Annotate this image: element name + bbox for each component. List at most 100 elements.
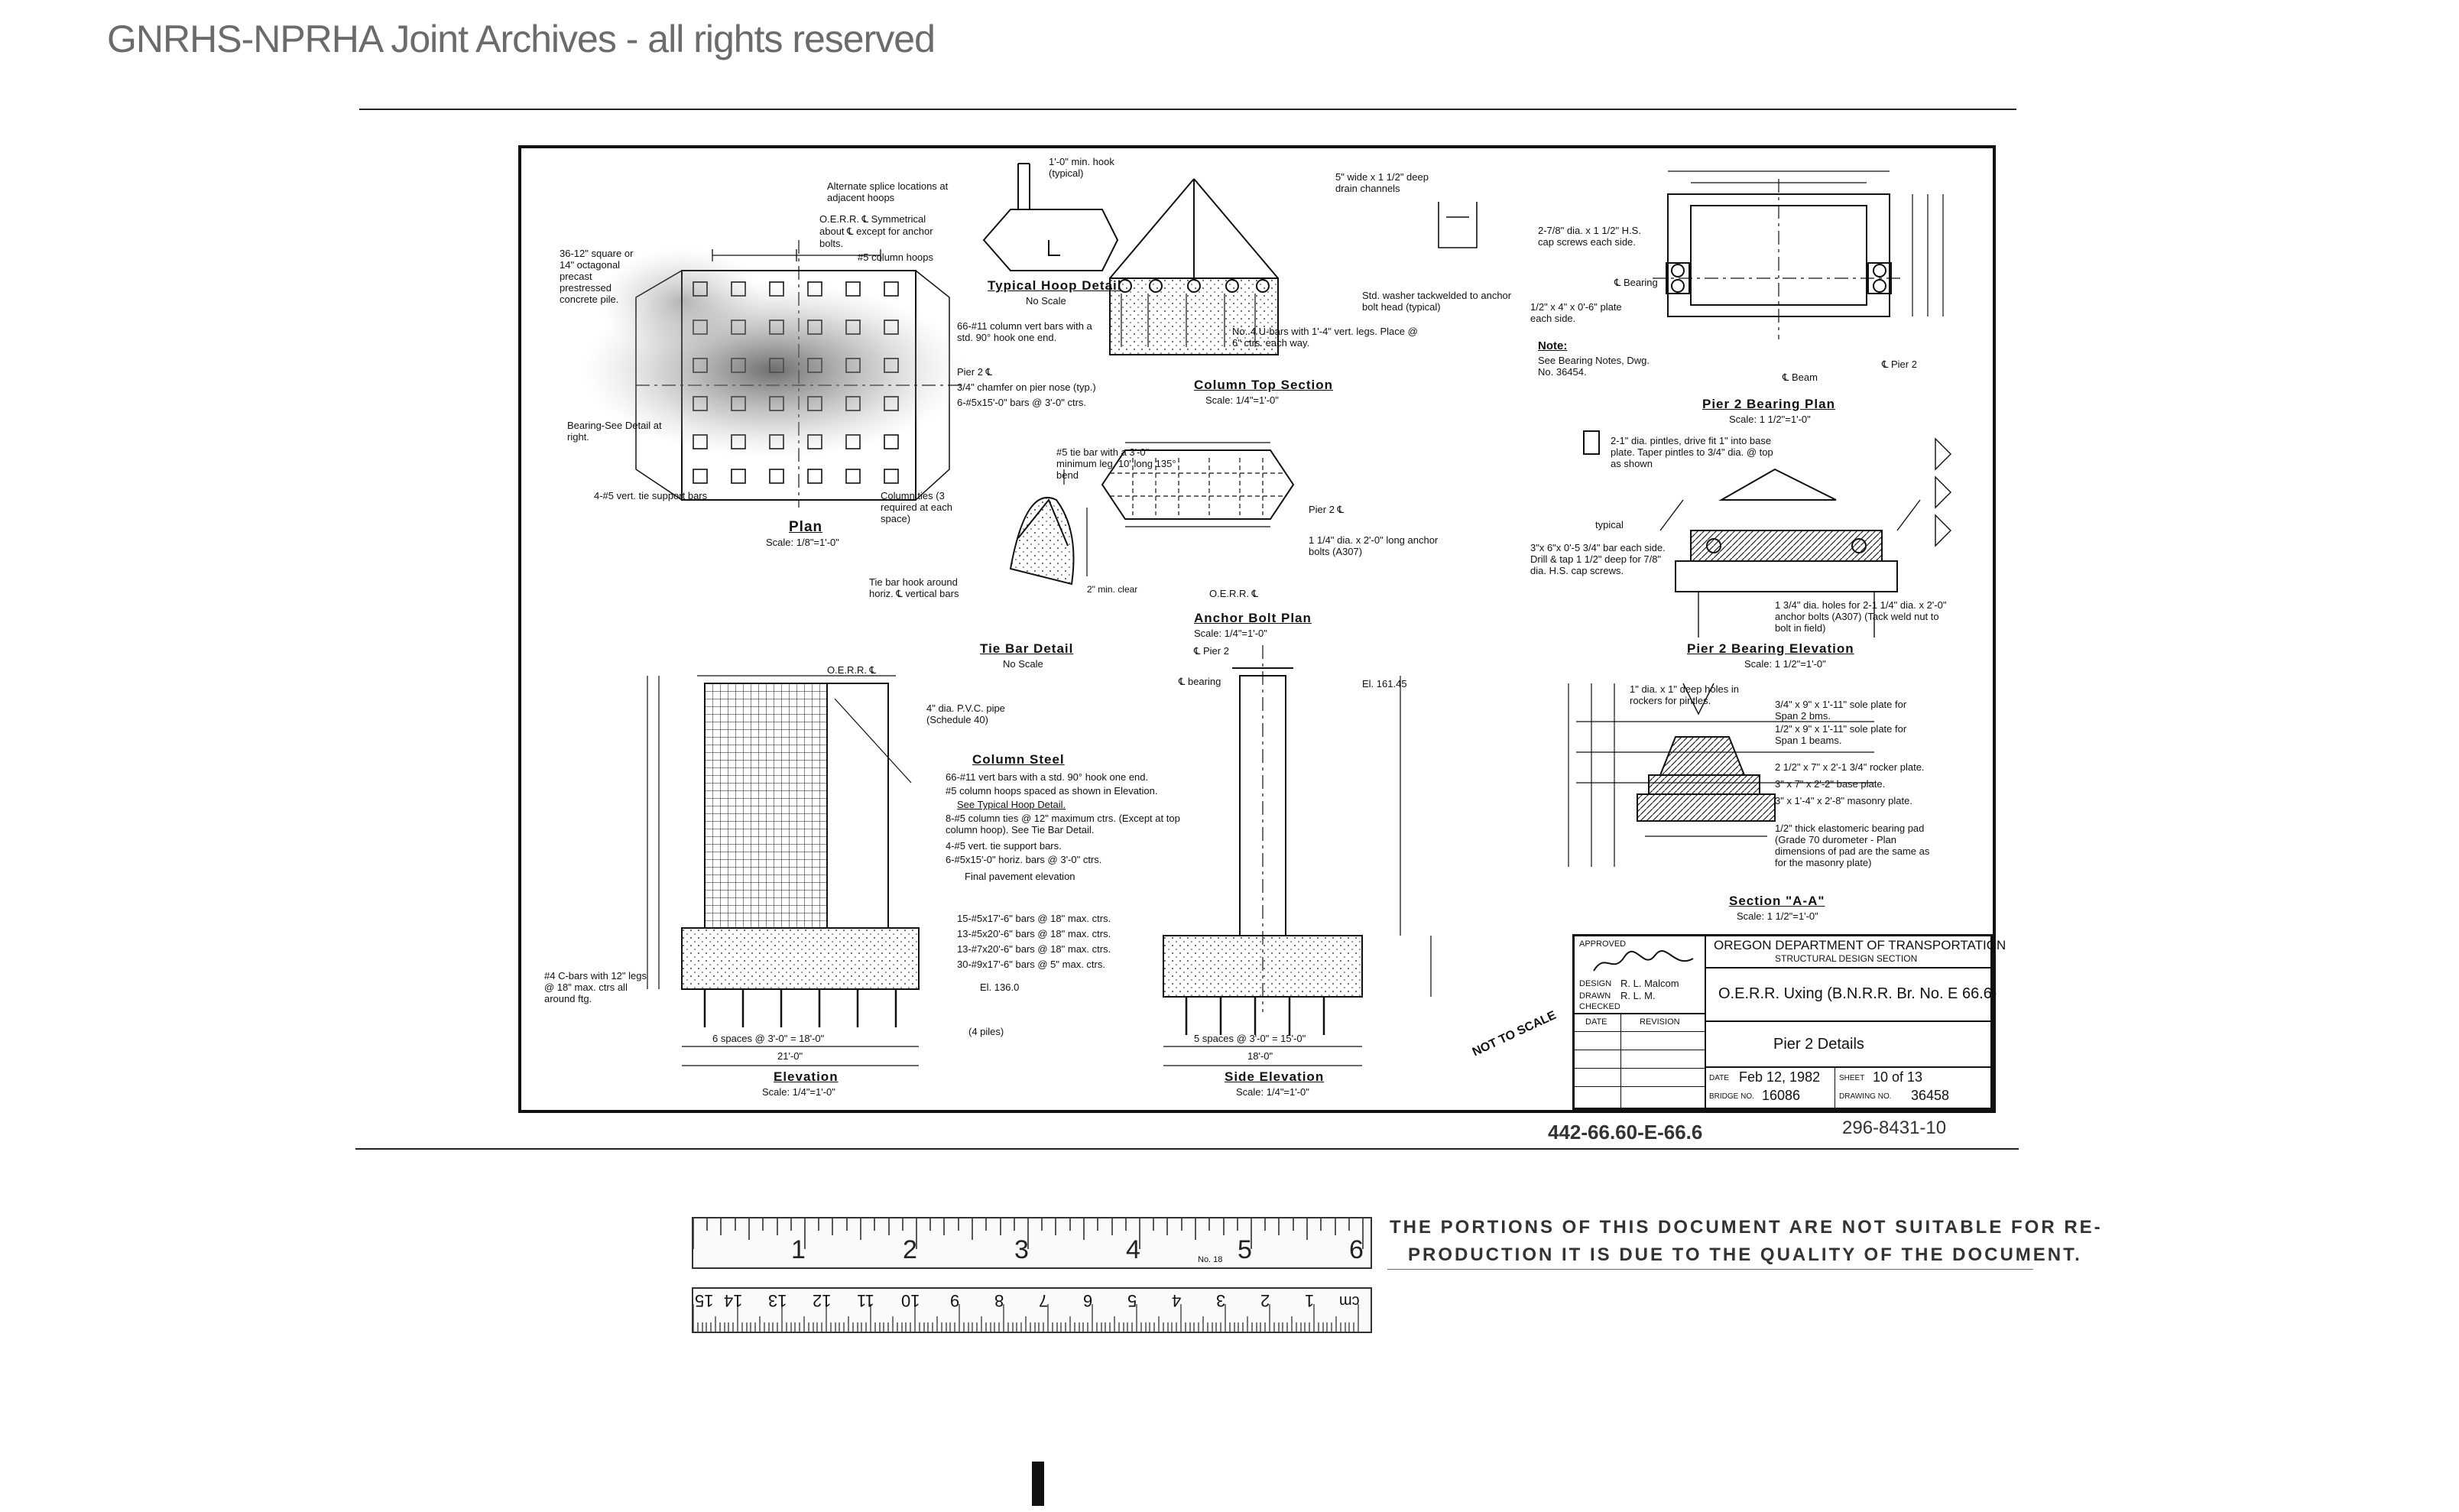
column-steel-note-2: #5 column hoops spaced as shown in Eleva… xyxy=(946,785,1158,797)
quality-note-line-1: THE PORTIONS OF THIS DOCUMENT ARE NOT SU… xyxy=(1390,1217,2103,1238)
column-steel-note-1: 66-#11 vert bars with a std. 90° hook on… xyxy=(946,771,1149,783)
bearing-plan-scale: Scale: 1 1/2"=1'-0" xyxy=(1729,414,1811,425)
typical-hoop-scale: No Scale xyxy=(1026,295,1066,307)
sole-plate-span2: 3/4" x 9" x 1'-11" sole plate for Span 2… xyxy=(1775,699,1907,722)
side-elevation-title: Side Elevation xyxy=(1225,1069,1325,1084)
elevation-title: Elevation xyxy=(774,1069,839,1084)
checked-label: CHECKED xyxy=(1579,1002,1620,1011)
bearing-beam-cl: ℄ Beam xyxy=(1783,372,1818,383)
cm-mark-14: 14 xyxy=(724,1291,743,1310)
washer-note: Std. washer tackwelded to anchor bolt he… xyxy=(1362,290,1512,313)
anchor-bolt-scale: Scale: 1/4"=1'-0" xyxy=(1194,628,1267,639)
column-top-scale: Scale: 1/4"=1'-0" xyxy=(1205,394,1279,406)
cm-mark-8: 8 xyxy=(994,1291,1004,1310)
plan-column-ties: Column ties (3 required at each space) xyxy=(881,490,952,524)
bearing-elev-scale: Scale: 1 1/2"=1'-0" xyxy=(1744,658,1826,670)
elevation-graphic xyxy=(647,675,920,1066)
plan-chamfer-note: 3/4" chamfer on pier nose (typ.) xyxy=(957,381,1096,393)
side-bearing-cl: ℄ bearing xyxy=(1179,676,1221,687)
quality-note-line-2: PRODUCTION IT IS DUE TO THE QUALITY OF T… xyxy=(1408,1244,2082,1265)
inch-mark-4: 4 xyxy=(1126,1235,1140,1264)
holes-note: 1 3/4" dia. holes for 2-1 1/4" dia. x 2'… xyxy=(1775,599,1947,634)
project-name: O.E.R.R. Uxing (B.N.R.R. Br. No. E 66.6) xyxy=(1718,985,1997,1002)
bearing-plan-title: Pier 2 Bearing Plan xyxy=(1702,397,1835,411)
elev-el-136: El. 136.0 xyxy=(980,982,1020,993)
inch-mark-1: 1 xyxy=(791,1235,806,1264)
column-steel-note-6: 6-#5x15'-0" horiz. bars @ 3'-0" ctrs. xyxy=(946,854,1102,865)
sheet-title: Pier 2 Details xyxy=(1773,1036,1864,1053)
bearing-pier-cl: ℄ Pier 2 xyxy=(1882,359,1917,370)
tie-bar-scale: No Scale xyxy=(1003,658,1043,670)
elev-bars-30: 30-#9x17'-6" bars @ 5" max. ctrs. xyxy=(957,959,1105,970)
plan-bearing-note: Bearing-See Detail at right. xyxy=(567,420,662,443)
side-spaces-dim: 5 spaces @ 3'-0" = 15'-0" xyxy=(1194,1033,1306,1044)
agency-name: OREGON DEPARTMENT OF TRANSPORTATION xyxy=(1714,938,2006,952)
anchor-oerr-cl: O.E.R.R. ℄ xyxy=(1209,588,1258,599)
archive-watermark: GNRHS-NPRHA Joint Archives - all rights … xyxy=(107,18,936,60)
elev-piles: (4 piles) xyxy=(968,1026,1004,1037)
cap-screw-note: 2-7/8" dia. x 1 1/2" H.S. cap screws eac… xyxy=(1538,225,1641,248)
elev-oerr-cl: O.E.R.R. ℄ xyxy=(827,664,876,676)
anchor-pier-cl: Pier 2 ℄ xyxy=(1309,504,1344,515)
approval-signature xyxy=(1593,950,1694,972)
file-number: 442-66.60-E-66.6 xyxy=(1548,1121,1703,1144)
anchor-bolt-title: Anchor Bolt Plan xyxy=(1194,611,1312,625)
tie-bar-clear: 2" min. clear xyxy=(1087,584,1138,595)
bearing-elev-title: Pier 2 Bearing Elevation xyxy=(1687,641,1854,656)
elev-spaces-dim: 6 spaces @ 3'-0" = 18'-0" xyxy=(712,1033,825,1044)
design-value: R. L. Malcom xyxy=(1620,978,1679,989)
bar-note: 3"x 6"x 0'-5 3/4" bar each side. Drill &… xyxy=(1530,542,1666,576)
elev-bars-13a: 13-#5x20'-6" bars @ 18" max. ctrs. xyxy=(957,928,1111,939)
plan-pier-cl: Pier 2 ℄ xyxy=(957,366,992,378)
sheet-value: 10 of 13 xyxy=(1873,1069,1923,1085)
drawing-sheet: 36-12" square or 14" octagonal precast p… xyxy=(518,145,1996,1113)
drain-channel-note: 5" wide x 1 1/2" deep drain channels xyxy=(1335,171,1429,194)
note-label: Note: xyxy=(1538,339,1568,352)
inch-ruler: 1 2 3 4 5 6 No. 18 xyxy=(692,1217,1372,1269)
elev-bars-15: 15-#5x17'-6" bars @ 18" max. ctrs. xyxy=(957,913,1111,924)
side-width-dim: 18'-0" xyxy=(1247,1050,1273,1062)
quality-note-underline xyxy=(1387,1269,2033,1270)
column-steel-note-3: See Typical Hoop Detail. xyxy=(957,799,1066,810)
plan-hoops-note: #5 column hoops xyxy=(858,251,934,263)
pvc-pipe-note: 4" dia. P.V.C. pipe (Schedule 40) xyxy=(926,702,1005,725)
approved-label: APPROVED xyxy=(1579,939,1627,949)
plan-scale: Scale: 1/8"=1'-0" xyxy=(766,537,839,548)
elevation-scale: Scale: 1/4"=1'-0" xyxy=(762,1086,835,1098)
tie-bar-hook-note: Tie bar hook around horiz. ℄ vertical ba… xyxy=(869,576,959,599)
base-plate: 3" x 7" x 2'-2" base plate. xyxy=(1775,778,1886,790)
cm-mark-11: 11 xyxy=(857,1291,874,1310)
cm-unit: cm xyxy=(1339,1293,1360,1309)
rocker-plate: 2 1/2" x 7" x 2'-1 3/4" rocker plate. xyxy=(1775,761,1925,773)
bearing-elevation-graphic xyxy=(1583,430,1951,638)
bottom-rule xyxy=(355,1148,2019,1150)
anchor-bolt-note: 1 1/4" dia. x 2'-0" long anchor bolts (A… xyxy=(1309,534,1439,557)
pavement-note: Final pavement elevation xyxy=(965,871,1075,882)
bridge-value: 16086 xyxy=(1762,1088,1801,1103)
inch-mark-5: 5 xyxy=(1238,1235,1252,1264)
cm-mark-7: 7 xyxy=(1039,1291,1049,1310)
plan-oerr-note: O.E.R.R. ℄ Symmetrical about ℄ except fo… xyxy=(819,213,933,249)
cm-mark-10: 10 xyxy=(901,1291,920,1310)
anchor-bolt-graphic xyxy=(1101,442,1295,527)
cm-mark-15: 15 xyxy=(695,1291,714,1310)
design-label: DESIGN xyxy=(1579,979,1612,988)
date-label: DATE xyxy=(1709,1074,1729,1082)
tie-bar-note: #5 tie bar with a 3'-0" minimum leg, 10'… xyxy=(1056,446,1176,481)
column-top-graphic xyxy=(1109,178,1478,355)
sole-plate-span1: 1/2" x 9" x 1'-11" sole plate for Span 1… xyxy=(1775,723,1907,746)
roll-number: 296-8431-10 xyxy=(1842,1118,1947,1138)
typical-label: typical xyxy=(1595,519,1624,530)
drawn-value: R. L. M. xyxy=(1620,990,1656,1001)
inch-mark-2: 2 xyxy=(903,1235,917,1264)
title-block: APPROVED DESIGN R. L. Malcom DRAWN R. L.… xyxy=(1572,934,2006,1110)
rocker-holes-note: 1" dia. x 1" deep holes in rockers for p… xyxy=(1630,683,1739,706)
section-aa-title: Section "A-A" xyxy=(1729,894,1825,908)
elev-bars-13b: 13-#7x20'-6" bars @ 18" max. ctrs. xyxy=(957,943,1111,955)
hoop-splice-note: Alternate splice locations at adjacent h… xyxy=(827,180,949,203)
cm-mark-9: 9 xyxy=(950,1291,960,1310)
bearing-cl: ℄ Bearing xyxy=(1614,277,1658,288)
side-elevation-scale: Scale: 1/4"=1'-0" xyxy=(1236,1086,1309,1098)
cm-ruler: cm 1 2 3 4 5 6 7 8 9 10 11 12 13 14 15 xyxy=(692,1287,1372,1333)
masonry-plate: 3" x 1'-4" x 2'-8" masonry plate. xyxy=(1775,795,1912,806)
